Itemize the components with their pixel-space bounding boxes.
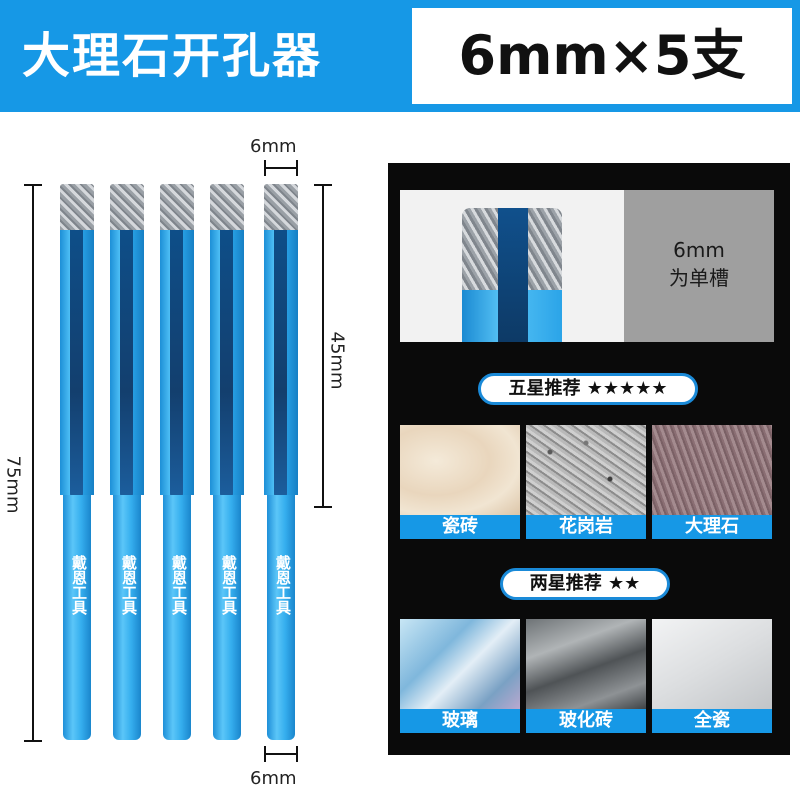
- total-length-label: 75mm: [2, 455, 24, 514]
- material-label: 花岗岩: [526, 515, 646, 539]
- bottom-width-label: 6mm: [250, 768, 297, 789]
- granite-image: [526, 425, 646, 515]
- groove-length-tick-bottom: [314, 506, 332, 508]
- material-label: 大理石: [652, 515, 772, 539]
- drill-bit: 戴恩工具: [264, 184, 298, 740]
- material-label: 全瓷: [652, 709, 772, 733]
- marble-image: [652, 425, 772, 515]
- tip-closeup: [400, 190, 624, 342]
- bottom-width-line: [264, 753, 298, 755]
- drill-bit: 戴恩工具: [60, 184, 94, 740]
- header-banner: 大理石开孔器 6mm×5支: [0, 0, 800, 112]
- material-tile: 玻化砖: [526, 619, 646, 733]
- total-length-tick-bottom: [24, 740, 42, 742]
- bit-groove: [220, 230, 233, 500]
- bit-brand-text: 戴恩工具: [220, 555, 238, 615]
- material-tile: 花岗岩: [526, 425, 646, 539]
- diamond-tip: [160, 184, 194, 230]
- bit-body: [210, 230, 244, 500]
- total-length-line: [32, 184, 34, 742]
- bit-brand-text: 戴恩工具: [70, 555, 88, 615]
- drill-bit: 戴恩工具: [210, 184, 244, 740]
- bit-brand-text: 戴恩工具: [170, 555, 188, 615]
- bit-brand-text: 戴恩工具: [120, 555, 138, 615]
- tip-detail-line1: 6mm: [673, 238, 725, 262]
- bit-body: [60, 230, 94, 500]
- material-label: 玻璃: [400, 709, 520, 733]
- material-label: 瓷砖: [400, 515, 520, 539]
- application-panel: 6mm 为单槽 五星推荐 ★★★★★ 瓷砖 花岗岩 大理石 两星推荐 ★★ 玻璃…: [388, 163, 790, 755]
- top-width-line: [264, 167, 298, 169]
- product-title: 大理石开孔器: [22, 28, 323, 84]
- groove-length-line: [322, 184, 324, 508]
- bit-groove: [120, 230, 133, 500]
- closeup-groove: [498, 208, 528, 342]
- drill-bit: 戴恩工具: [160, 184, 194, 740]
- top-width-label: 6mm: [250, 136, 297, 157]
- material-tile: 大理石: [652, 425, 772, 539]
- tip-detail-text-box: 6mm 为单槽: [624, 190, 774, 342]
- tip-detail-box: 6mm 为单槽: [400, 190, 774, 342]
- bit-shank: 戴恩工具: [267, 495, 295, 740]
- bit-body: [264, 230, 298, 500]
- bit-groove: [274, 230, 287, 500]
- drill-bit: 戴恩工具: [110, 184, 144, 740]
- bit-shank: 戴恩工具: [63, 495, 91, 740]
- five-star-badge: 五星推荐 ★★★★★: [478, 373, 698, 405]
- diamond-tip: [210, 184, 244, 230]
- bit-groove: [170, 230, 183, 500]
- bit-shank: 戴恩工具: [113, 495, 141, 740]
- material-label: 玻化砖: [526, 709, 646, 733]
- bit-body: [160, 230, 194, 500]
- ceramic-tile-image: [400, 425, 520, 515]
- product-spec: 6mm×5支: [412, 8, 792, 104]
- diamond-tip: [60, 184, 94, 230]
- material-tile: 全瓷: [652, 619, 772, 733]
- polished-tile-image: [526, 619, 646, 709]
- bit-body: [110, 230, 144, 500]
- diamond-tip: [264, 184, 298, 230]
- tip-detail-line2: 为单槽: [669, 266, 729, 290]
- glass-image: [400, 619, 520, 709]
- bit-brand-text: 戴恩工具: [274, 555, 292, 615]
- diamond-tip: [110, 184, 144, 230]
- full-porcelain-image: [652, 619, 772, 709]
- bit-shank: 戴恩工具: [163, 495, 191, 740]
- tip-detail-text: 6mm 为单槽: [624, 236, 774, 292]
- bit-shank: 戴恩工具: [213, 495, 241, 740]
- material-tile: 玻璃: [400, 619, 520, 733]
- material-tile: 瓷砖: [400, 425, 520, 539]
- bit-groove: [70, 230, 83, 500]
- two-star-badge: 两星推荐 ★★: [500, 568, 670, 600]
- groove-length-label: 45mm: [326, 331, 348, 390]
